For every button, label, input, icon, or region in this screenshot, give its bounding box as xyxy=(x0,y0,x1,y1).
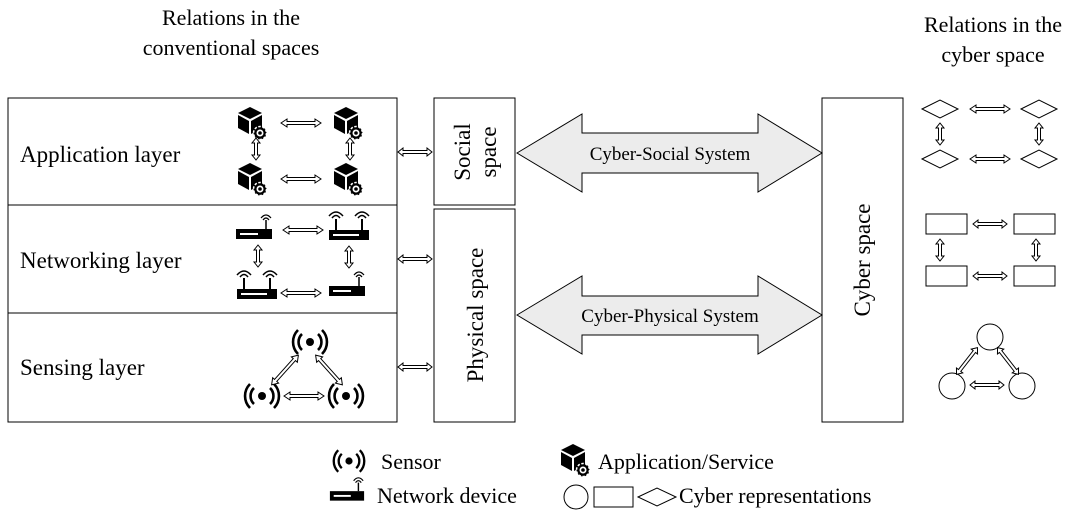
social-space-label-line1: Social xyxy=(450,123,475,181)
cyber-physical-system-arrow: Cyber-Physical System xyxy=(516,275,823,355)
circle-representation xyxy=(938,372,966,400)
double-arrow-icon xyxy=(972,271,1008,281)
double-arrow-icon xyxy=(1034,122,1044,146)
heading-cyber-line1: Relations in the xyxy=(924,12,1062,37)
legend-application-label: Application/Service xyxy=(598,449,774,474)
rectangle-representation xyxy=(925,213,968,235)
cyber-social-system-arrow: Cyber-Social System xyxy=(516,113,823,193)
rectangle-representation xyxy=(1013,213,1056,235)
double-arrow-icon xyxy=(993,344,1023,378)
legend-network-label: Network device xyxy=(377,483,517,508)
double-arrow-icon xyxy=(1031,238,1041,262)
double-arrow-icon xyxy=(397,362,433,372)
legend: Sensor Application/Service Network devic… xyxy=(329,443,871,510)
diamond-representation xyxy=(1019,149,1059,169)
sensing-layer-label: Sensing layer xyxy=(20,355,145,380)
physical-space-label: Physical space xyxy=(463,248,488,383)
double-arrow-icon xyxy=(969,104,1011,114)
double-arrow-icon xyxy=(969,380,1005,390)
cyber-diamond-relations xyxy=(920,99,1059,169)
double-arrow-icon xyxy=(935,238,945,262)
double-arrow-icon xyxy=(969,154,1011,164)
rectangle-representation xyxy=(925,265,968,287)
physical-space-box: Physical space xyxy=(433,208,516,423)
networking-layer-label: Networking layer xyxy=(20,248,182,273)
cyber-physical-system-label: Cyber-Physical System xyxy=(581,306,759,327)
diamond-representation xyxy=(636,487,678,507)
social-space-label-line2: space xyxy=(476,126,501,177)
double-arrow-icon xyxy=(972,219,1008,229)
router-icon xyxy=(329,477,365,502)
cyber-space-label: Cyber space xyxy=(850,203,875,316)
cyber-circle-relations xyxy=(938,323,1036,400)
heading-conventional-line2: conventional spaces xyxy=(143,35,320,60)
rectangle-representation xyxy=(1013,265,1056,287)
double-arrow-icon xyxy=(952,344,982,378)
circle-representation xyxy=(1008,372,1036,400)
cube-gear-icon xyxy=(560,443,591,478)
double-arrow-icon xyxy=(397,147,433,157)
double-arrow-icon xyxy=(935,122,945,146)
layers-panel: Application layer Networking layer Sensi… xyxy=(7,97,398,423)
diamond-representation xyxy=(1019,99,1059,119)
heading-cyber-line2: cyber space xyxy=(941,42,1044,67)
circle-representation xyxy=(976,323,1004,351)
double-arrow-icon xyxy=(397,254,433,264)
legend-sensor-label: Sensor xyxy=(381,449,442,474)
heading-conventional-line1: Relations in the xyxy=(162,5,300,30)
cyber-space-box: Cyber space xyxy=(821,97,904,423)
cyber-social-system-label: Cyber-Social System xyxy=(590,144,751,165)
diamond-representation xyxy=(920,99,960,119)
cyber-rectangle-relations xyxy=(925,213,1056,287)
circle-representation xyxy=(563,484,589,510)
application-layer-box xyxy=(7,97,398,206)
application-layer-label: Application layer xyxy=(20,142,181,167)
diamond-representation xyxy=(920,149,960,169)
social-space-box: Social space xyxy=(433,97,516,206)
legend-cyber-representations-label: Cyber representations xyxy=(679,483,871,508)
sensor-icon xyxy=(332,449,366,473)
rectangle-representation xyxy=(593,486,634,508)
